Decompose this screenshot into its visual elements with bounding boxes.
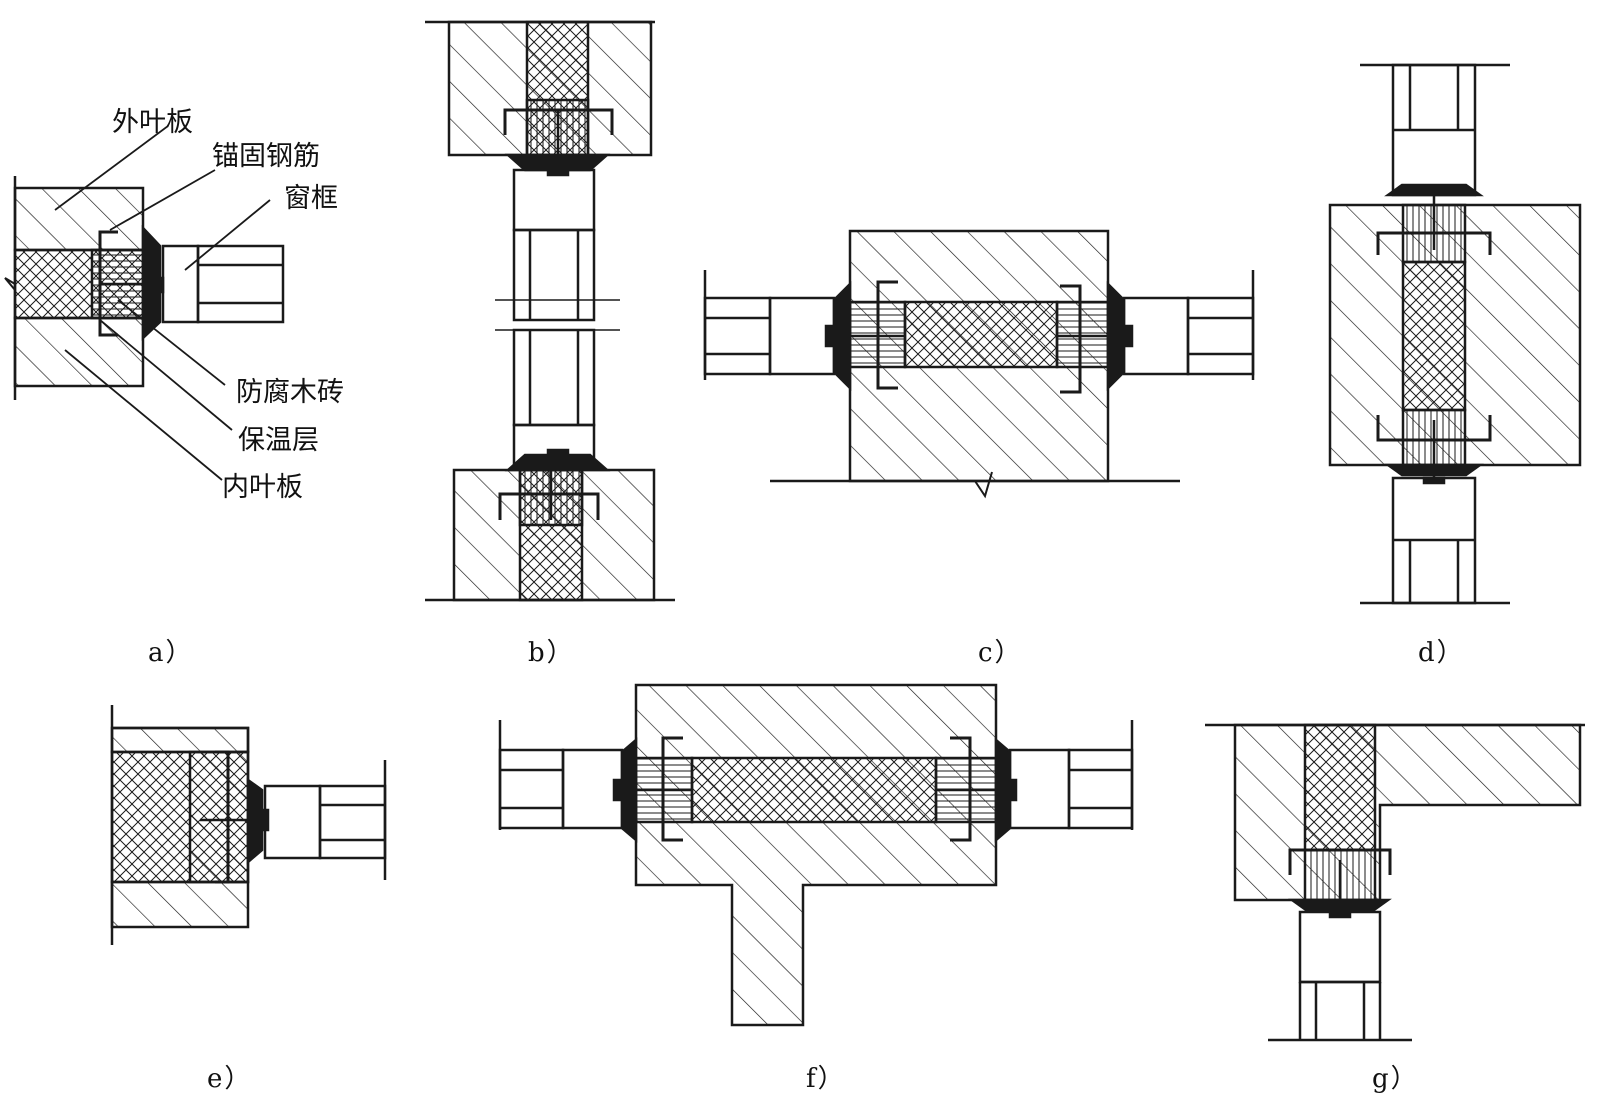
detail-e xyxy=(110,705,387,945)
label-window-frame: 窗框 xyxy=(284,183,338,214)
caption-g: g） xyxy=(1372,1064,1419,1094)
caption-f: f） xyxy=(806,1064,846,1094)
label-outer-leaf: 外叶板 xyxy=(112,107,193,138)
label-insulation: 保温层 xyxy=(238,425,319,456)
detail-d xyxy=(1328,63,1582,605)
label-wood-brick: 防腐木砖 xyxy=(236,377,344,408)
label-anchor-rebar: 锚固钢筋 xyxy=(212,141,320,172)
leader-lines xyxy=(54,125,271,481)
label-inner-leaf: 内叶板 xyxy=(222,472,303,503)
caption-e: e） xyxy=(207,1064,253,1094)
caption-a: a） xyxy=(148,638,194,668)
detail-f xyxy=(498,683,1134,1027)
detail-b xyxy=(425,20,675,602)
caption-b: b） xyxy=(528,638,575,668)
caption-c: c） xyxy=(978,638,1023,668)
caption-d: d） xyxy=(1418,638,1465,668)
detail-a xyxy=(4,176,285,400)
detail-c xyxy=(703,229,1255,499)
detail-g xyxy=(1205,723,1585,1042)
